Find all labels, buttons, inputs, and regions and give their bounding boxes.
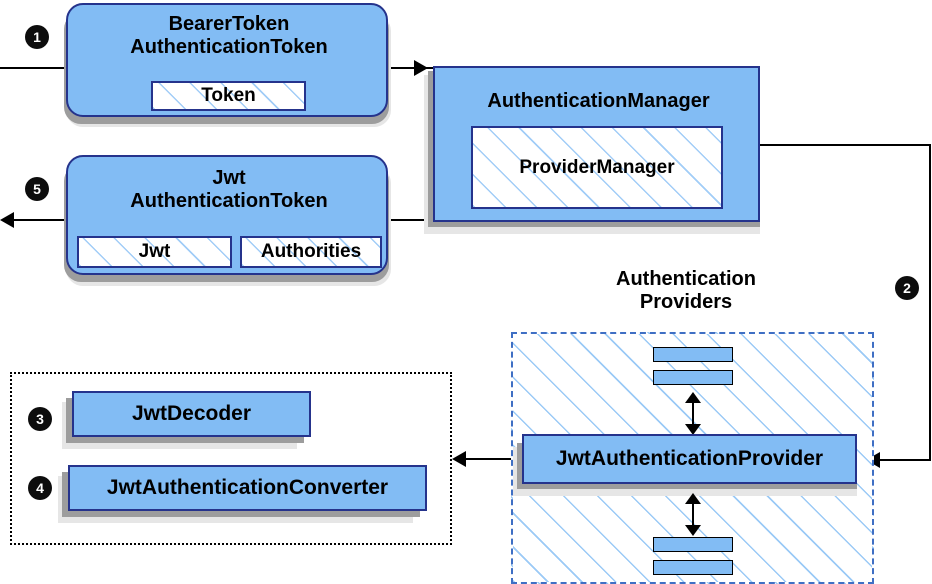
authentication-manager-box[interactable]: AuthenticationManager ProviderManager bbox=[433, 66, 760, 222]
arrowhead-provider-link-top-up bbox=[685, 392, 701, 403]
jwt-field-label: Jwt bbox=[138, 241, 171, 263]
connector-outgoing-response bbox=[14, 219, 66, 221]
bearer-token-title-line2: AuthenticationToken bbox=[130, 36, 328, 58]
token-field-box[interactable]: Token bbox=[151, 81, 306, 111]
step-bullet-1: 1 bbox=[26, 26, 48, 48]
bearer-token-title-line1: BearerToken bbox=[168, 13, 290, 35]
arrowhead-provider-link-bottom-up bbox=[685, 493, 701, 504]
arrowhead-outgoing-response bbox=[0, 212, 14, 228]
provider-manager-label: ProviderManager bbox=[519, 156, 675, 178]
authentication-providers-title-line1: Authentication bbox=[616, 268, 756, 290]
other-provider-bar-top-2[interactable] bbox=[653, 370, 733, 385]
step-bullet-3-number: 3 bbox=[36, 411, 44, 427]
step-bullet-1-number: 1 bbox=[33, 29, 41, 45]
jwt-support-group bbox=[10, 372, 452, 545]
connector-manager-to-jwt-token bbox=[388, 219, 434, 221]
arrowhead-provider-link-top-down bbox=[685, 424, 701, 435]
step-bullet-2-number: 2 bbox=[903, 280, 911, 296]
bearer-token-authentication-token[interactable]: BearerToken AuthenticationToken Token bbox=[66, 3, 388, 117]
step-bullet-2: 2 bbox=[896, 277, 918, 299]
connector-provider-link-bottom bbox=[692, 499, 694, 527]
provider-manager-box[interactable]: ProviderManager bbox=[471, 126, 723, 209]
arrowhead-bearer-to-manager bbox=[414, 60, 428, 76]
connector-right-down bbox=[929, 144, 931, 460]
connector-bearer-to-manager bbox=[388, 67, 433, 69]
other-provider-bar-bottom-2[interactable] bbox=[653, 560, 733, 575]
step-bullet-5-number: 5 bbox=[33, 181, 41, 197]
jwt-authentication-provider-label: JwtAuthenticationProvider bbox=[555, 447, 824, 471]
connector-incoming-request bbox=[0, 67, 66, 69]
authentication-providers-title: Authentication Providers bbox=[566, 268, 806, 314]
jwt-token-title-line1: Jwt bbox=[212, 167, 246, 189]
jwt-decoder-label: JwtDecoder bbox=[131, 402, 252, 426]
connector-provider-link-top bbox=[692, 398, 694, 426]
connector-provider-to-support-group bbox=[466, 458, 522, 460]
authentication-providers-title-line2: Providers bbox=[639, 291, 733, 313]
step-bullet-4: 4 bbox=[29, 477, 51, 499]
jwt-authentication-converter[interactable]: JwtAuthenticationConverter bbox=[68, 465, 427, 511]
step-bullet-4-number: 4 bbox=[36, 480, 44, 496]
arrowhead-to-support-group bbox=[452, 451, 466, 467]
token-field-label: Token bbox=[201, 85, 256, 107]
jwt-token-title: Jwt AuthenticationToken bbox=[68, 167, 390, 213]
step-bullet-3: 3 bbox=[29, 408, 51, 430]
authorities-field-box[interactable]: Authorities bbox=[240, 236, 382, 268]
jwt-token-title-line2: AuthenticationToken bbox=[130, 190, 328, 212]
other-provider-bar-top-1[interactable] bbox=[653, 347, 733, 362]
jwt-decoder[interactable]: JwtDecoder bbox=[72, 391, 311, 437]
jwt-authentication-token[interactable]: Jwt AuthenticationToken Jwt Authorities bbox=[66, 155, 388, 275]
connector-manager-to-right bbox=[759, 144, 931, 146]
jwt-authentication-provider[interactable]: JwtAuthenticationProvider bbox=[522, 434, 857, 484]
arrowhead-provider-link-bottom-down bbox=[685, 525, 701, 536]
jwt-field-box[interactable]: Jwt bbox=[77, 236, 232, 268]
authentication-manager-title: AuthenticationManager bbox=[487, 90, 710, 112]
connector-right-to-provider bbox=[880, 459, 931, 461]
jwt-authentication-converter-label: JwtAuthenticationConverter bbox=[106, 476, 389, 500]
other-provider-bar-bottom-1[interactable] bbox=[653, 537, 733, 552]
step-bullet-5: 5 bbox=[26, 178, 48, 200]
authorities-field-label: Authorities bbox=[260, 241, 362, 263]
bearer-token-title: BearerToken AuthenticationToken bbox=[68, 13, 390, 59]
